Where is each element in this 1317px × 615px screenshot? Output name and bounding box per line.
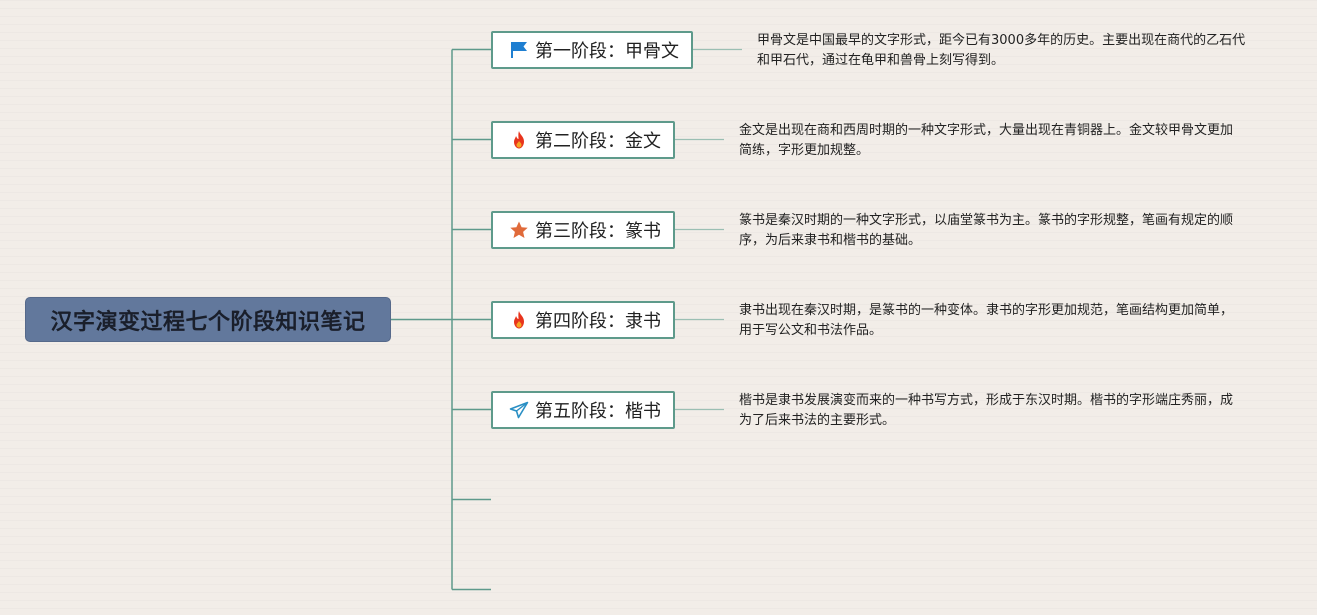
stage-description-5: 楷书是隶书发展演变而来的一种书写方式，形成于东汉时期。楷书的字形端庄秀丽，成为了… [739, 393, 1234, 428]
stage-label-2: 第二阶段：金文 [535, 131, 661, 152]
flag-icon [509, 40, 529, 60]
stage-label-1: 第一阶段：甲骨文 [535, 41, 679, 62]
stage-label-3: 第三阶段：篆书 [535, 221, 661, 242]
stage-description-3: 篆书是秦汉时期的一种文字形式，以庙堂篆书为主。篆书的字形规整，笔画有规定的顺序，… [739, 213, 1234, 248]
stage-node-4[interactable]: 第四阶段：隶书 [491, 301, 675, 339]
fire-icon [509, 130, 529, 150]
root-topic[interactable]: 汉字演变过程七个阶段知识笔记 [25, 297, 391, 342]
stage-description-1: 甲骨文是中国最早的文字形式，距今已有3000多年的历史。主要出现在商代的乙石代和… [757, 33, 1246, 68]
paper-plane-icon [509, 400, 529, 420]
stage-description-4: 隶书出现在秦汉时期，是篆书的一种变体。隶书的字形更加规范，笔画结构更加简单，用于… [739, 303, 1234, 338]
stage-label-4: 第四阶段：隶书 [535, 311, 661, 332]
stage-node-5[interactable]: 第五阶段：楷书 [491, 391, 675, 429]
stage-label-5: 第五阶段：楷书 [535, 401, 661, 422]
stage-node-3[interactable]: 第三阶段：篆书 [491, 211, 675, 249]
stage-node-1[interactable]: 第一阶段：甲骨文 [491, 31, 693, 69]
stage-description-2: 金文是出现在商和西周时期的一种文字形式，大量出现在青铜器上。金文较甲骨文更加简练… [739, 123, 1234, 158]
stage-node-2[interactable]: 第二阶段：金文 [491, 121, 675, 159]
root-title: 汉字演变过程七个阶段知识笔记 [50, 309, 366, 335]
star-icon [509, 220, 529, 240]
fire-icon [509, 310, 529, 330]
